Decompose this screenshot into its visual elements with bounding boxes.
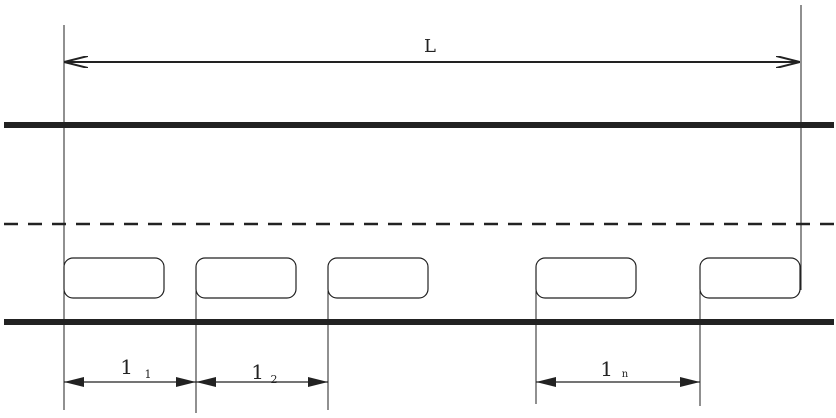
vehicle-5 [699,257,801,299]
spacing-1-label: 1 [120,355,133,379]
spacing-2-subscript: 2 [271,373,278,386]
total-length-label: L [424,36,436,57]
vehicle-4 [535,257,637,299]
vehicle-1 [63,257,165,299]
spacing-n-subscript: n [622,369,629,380]
spacing-n-label: 1 [600,357,613,381]
spacing-2-label: 1 [251,360,264,384]
vehicle-2 [195,257,297,299]
spacing-1-subscript: 1 [145,368,152,381]
vehicle-3 [327,257,429,299]
